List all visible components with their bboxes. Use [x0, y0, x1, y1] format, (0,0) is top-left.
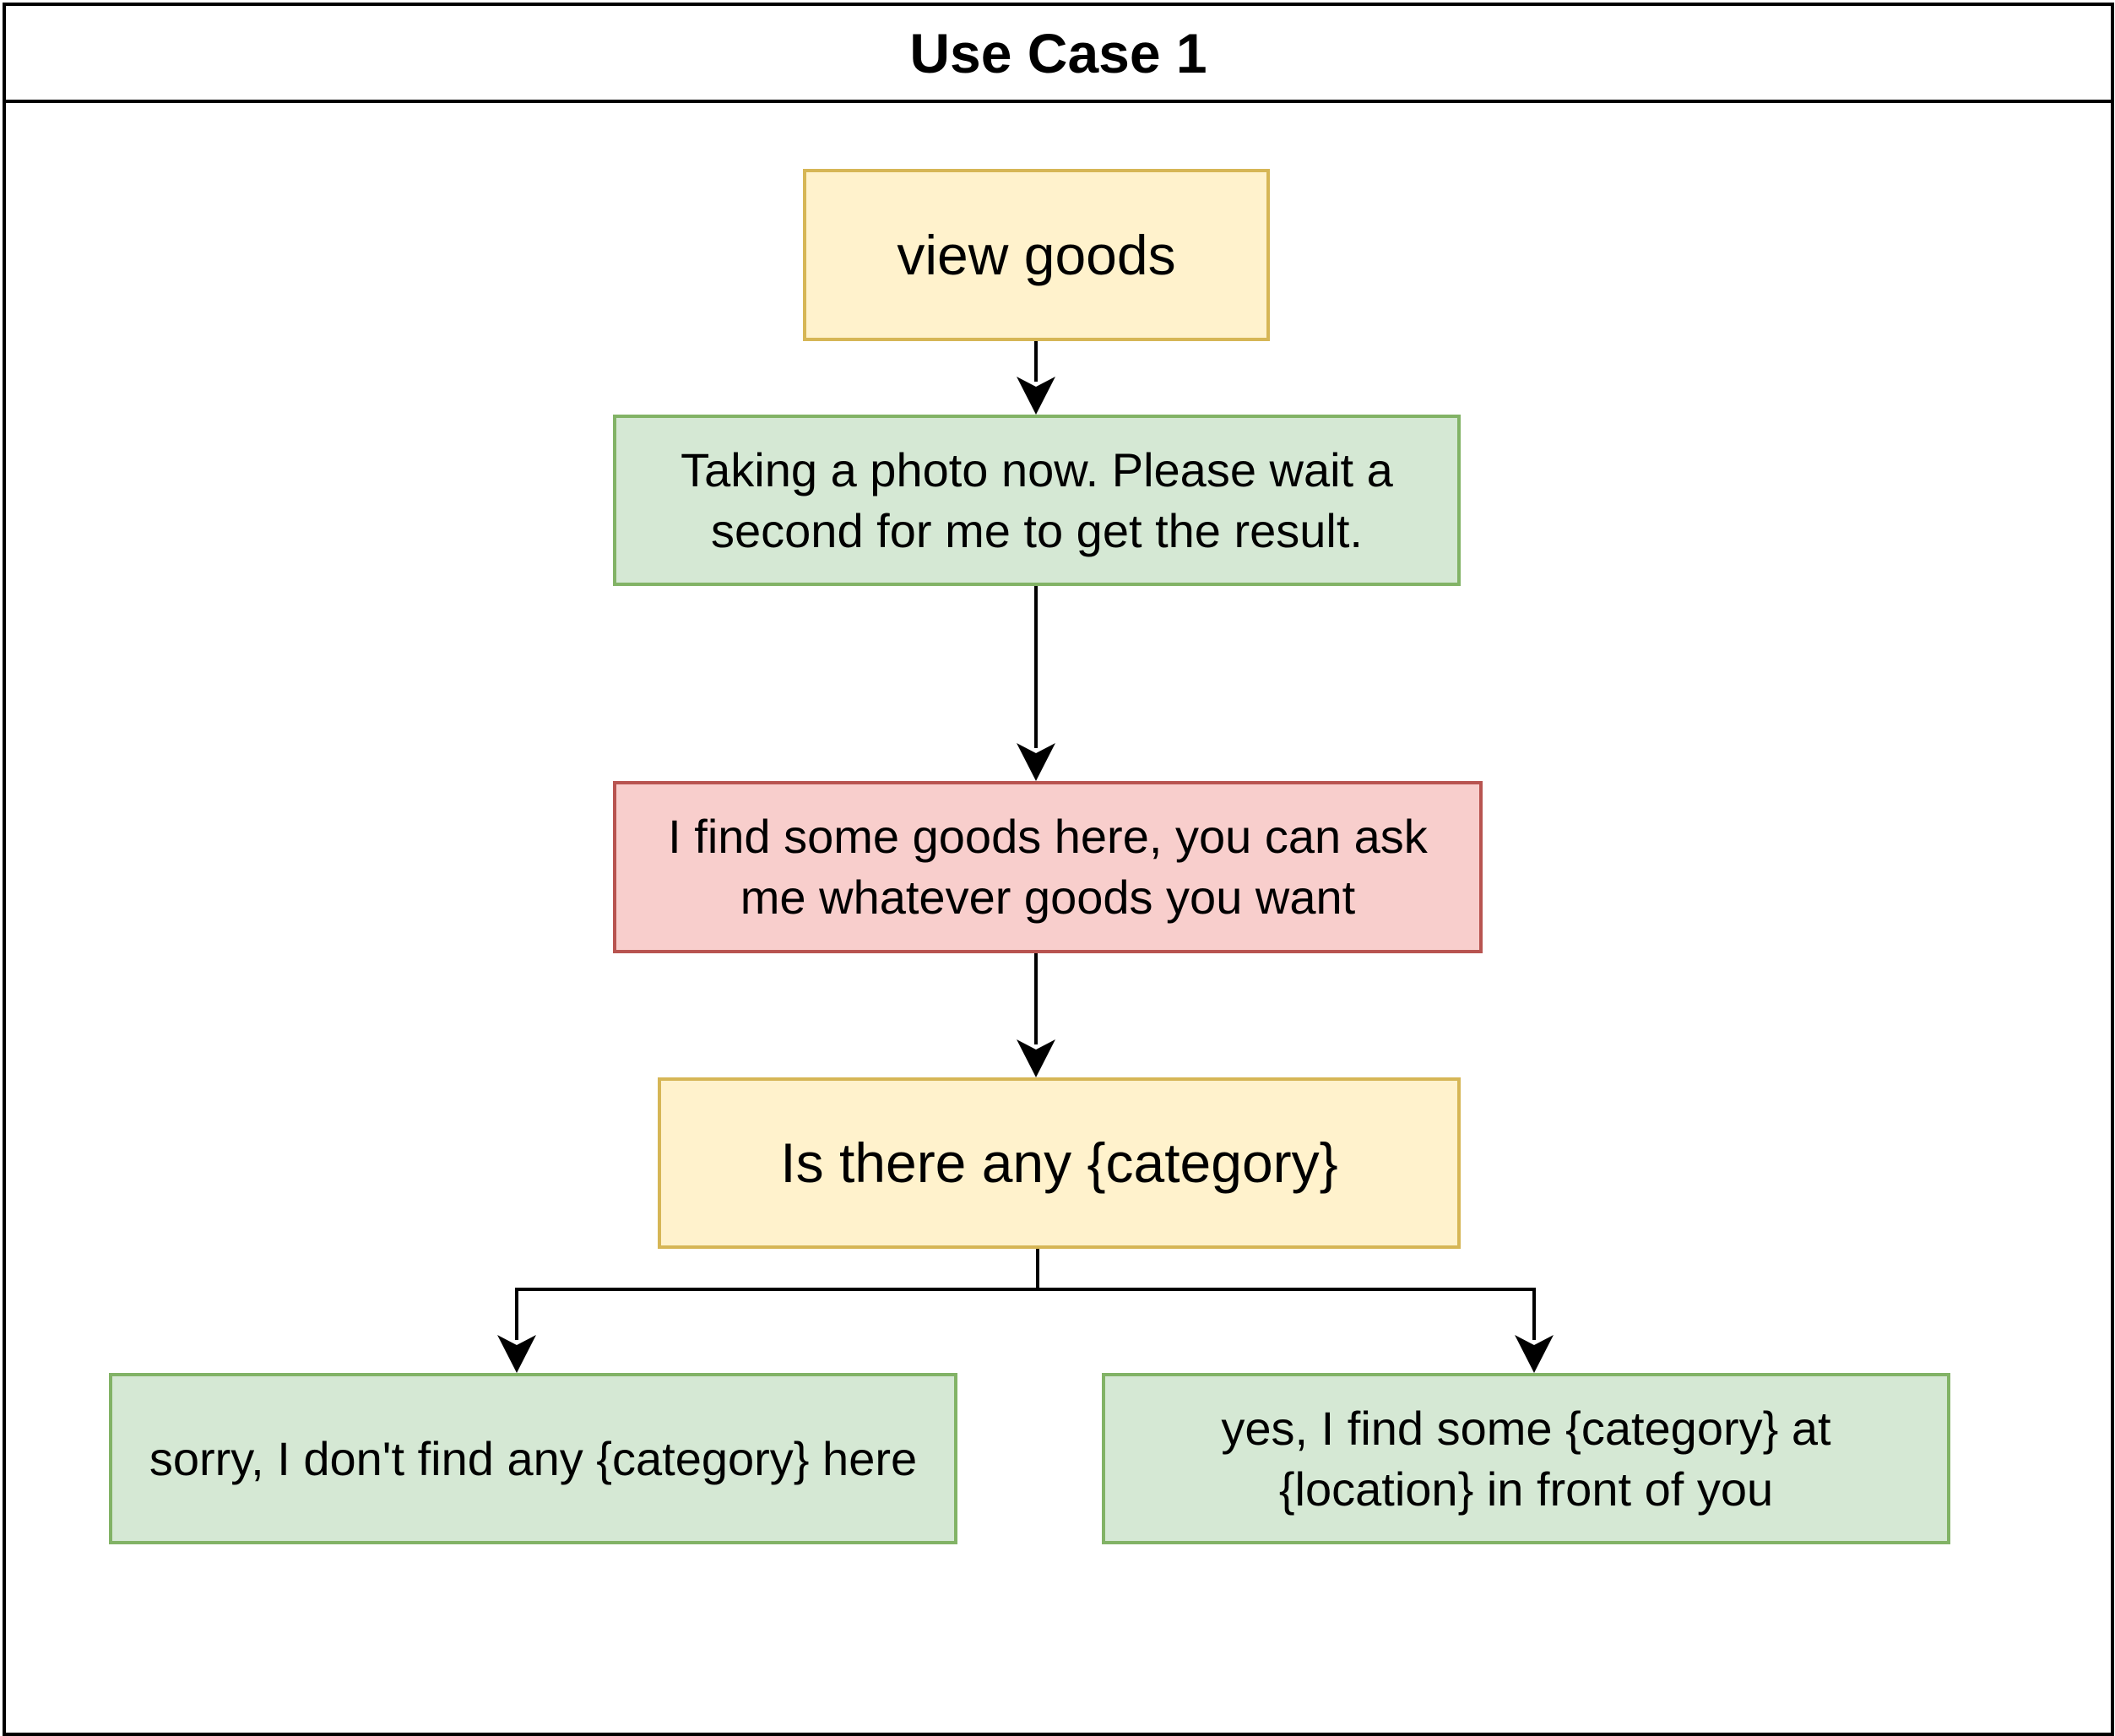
arrowhead-ask-to-no	[497, 1335, 536, 1373]
node-not-found-label: sorry, I don't find any {category} here	[149, 1431, 918, 1485]
arrowhead-photo-to-find	[1017, 743, 1055, 781]
frame-header: Use Case 1	[6, 6, 2111, 103]
arrowhead-find-to-ask	[1017, 1039, 1055, 1077]
node-find-goods: I find some goods here, you can ask me w…	[613, 781, 1483, 953]
edge-ask-to-no	[515, 1249, 1039, 1340]
node-view-goods: view goods	[803, 169, 1270, 341]
node-ask-category-label: Is there any {category}	[780, 1131, 1338, 1195]
node-view-goods-label: view goods	[897, 223, 1176, 286]
node-taking-photo-label: Taking a photo now. Please wait a second…	[681, 442, 1393, 557]
edge-ask-to-yes	[1038, 1288, 1536, 1340]
frame-title: Use Case 1	[909, 21, 1207, 84]
node-not-found: sorry, I don't find any {category} here	[109, 1373, 957, 1544]
node-taking-photo: Taking a photo now. Please wait a second…	[613, 415, 1461, 586]
node-find-goods-label: I find some goods here, you can ask me w…	[668, 810, 1428, 924]
node-found-label: yes, I find some {category} at {location…	[1221, 1401, 1831, 1516]
node-found: yes, I find some {category} at {location…	[1102, 1373, 1950, 1544]
node-ask-category: Is there any {category}	[658, 1077, 1461, 1249]
arrowhead-view-to-photo	[1017, 377, 1055, 415]
arrowhead-ask-to-yes	[1515, 1335, 1554, 1373]
